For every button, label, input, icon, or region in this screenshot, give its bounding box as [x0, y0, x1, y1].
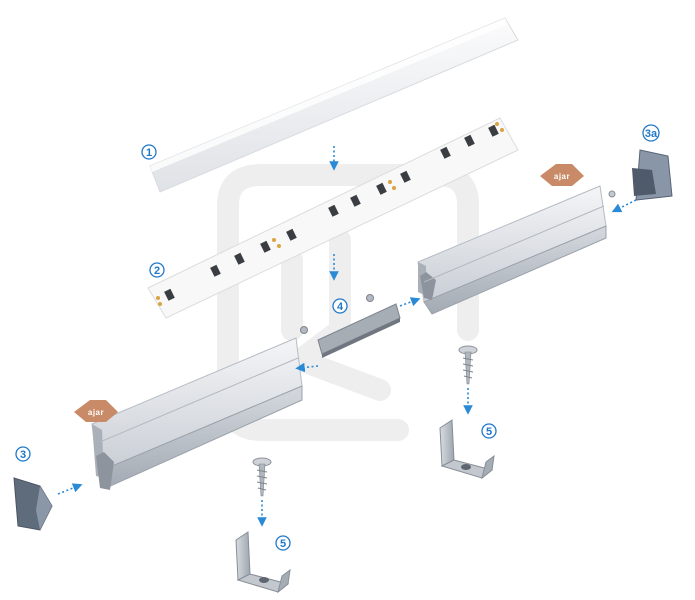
- led-solder-pads: [156, 122, 504, 306]
- mounting-clip-right: [439, 419, 495, 480]
- mounting-clip-left: [235, 531, 291, 594]
- diffuser-cover: [149, 17, 519, 193]
- callout-5-left: 5: [275, 535, 291, 551]
- callout-5-right: 5: [481, 423, 497, 439]
- callout-3a-label: 3a: [645, 128, 658, 140]
- arrow-endcap-right: [611, 199, 637, 213]
- end-cap-right: [608, 149, 673, 201]
- ajar-badge-left: ajar: [74, 400, 118, 422]
- connector-plate: [300, 294, 401, 358]
- ajar-badge-left-label: ajar: [88, 408, 104, 417]
- assembly-arrows: [57, 146, 637, 527]
- arrow-connector-left: [295, 362, 319, 373]
- screw-left: [252, 457, 272, 497]
- end-cap-left: [13, 477, 53, 531]
- led-strip: [147, 117, 519, 319]
- callout-4-label: 4: [337, 301, 344, 313]
- ajar-badge-right-label: ajar: [554, 172, 570, 181]
- callout-3: 3: [15, 446, 31, 462]
- led-chips: [164, 124, 499, 301]
- aluminium-profile-left: [91, 337, 303, 490]
- arrow-connector-right: [399, 297, 421, 307]
- callout-5-left-label: 5: [280, 538, 286, 550]
- callout-1-label: 1: [146, 147, 152, 159]
- callout-2-label: 2: [154, 265, 160, 277]
- callout-3-label: 3: [20, 449, 26, 461]
- callout-5-right-label: 5: [486, 426, 492, 438]
- screw-right: [458, 345, 478, 385]
- aluminium-profile-right: [417, 185, 607, 315]
- arrow-endcap-left: [57, 483, 83, 495]
- callout-1: 1: [141, 144, 157, 160]
- callout-3a: 3a: [642, 124, 660, 142]
- callout-2: 2: [149, 262, 165, 278]
- ajar-badge-right: ajar: [540, 164, 584, 186]
- callout-4: 4: [332, 298, 348, 314]
